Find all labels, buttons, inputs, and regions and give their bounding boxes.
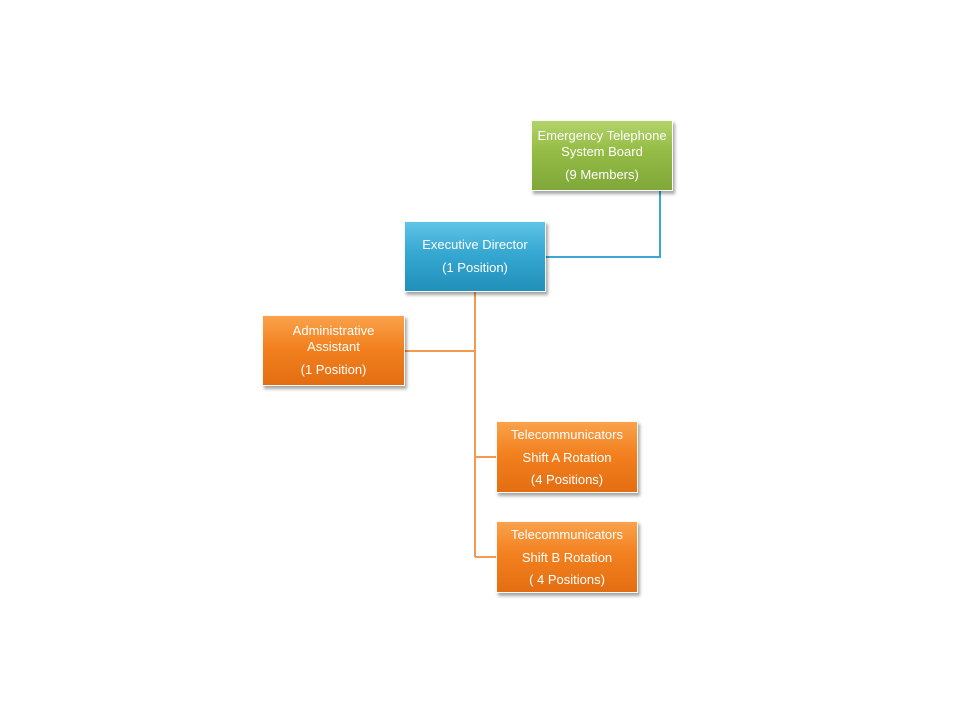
assistant-box: Administrative Assistant (1 Position)	[262, 315, 405, 386]
board-director-connector	[546, 190, 661, 258]
director-position-count: (1 Position)	[442, 260, 508, 275]
shift-a-title: Telecommunicators	[511, 426, 623, 442]
shift-b-title: Telecommunicators	[511, 526, 623, 542]
shift-b-rotation: Shift B Rotation	[521, 549, 613, 565]
director-title: Executive Director	[422, 237, 528, 252]
board-box: Emergency Telephone System Board (9 Memb…	[531, 120, 673, 191]
shift-a-rotation: Shift A Rotation	[522, 449, 612, 465]
assistant-title-line1: Administrative	[292, 323, 375, 338]
board-member-count: (9 Members)	[565, 167, 639, 182]
shift-b-position-count: ( 4 Positions)	[529, 571, 605, 587]
assistant-position-count: (1 Position)	[300, 362, 367, 377]
assistant-title-line2: Assistant	[307, 339, 360, 354]
board-title-line2: System Board	[561, 144, 643, 159]
board-title-line1: Emergency Telephone	[537, 128, 667, 143]
shift-b-box: Telecommunicators Shift B Rotation ( 4 P…	[496, 521, 638, 593]
shift-a-position-count: (4 Positions)	[530, 471, 604, 487]
director-box: Executive Director (1 Position)	[404, 221, 546, 292]
shift-a-box: Telecommunicators Shift A Rotation (4 Po…	[496, 421, 638, 493]
